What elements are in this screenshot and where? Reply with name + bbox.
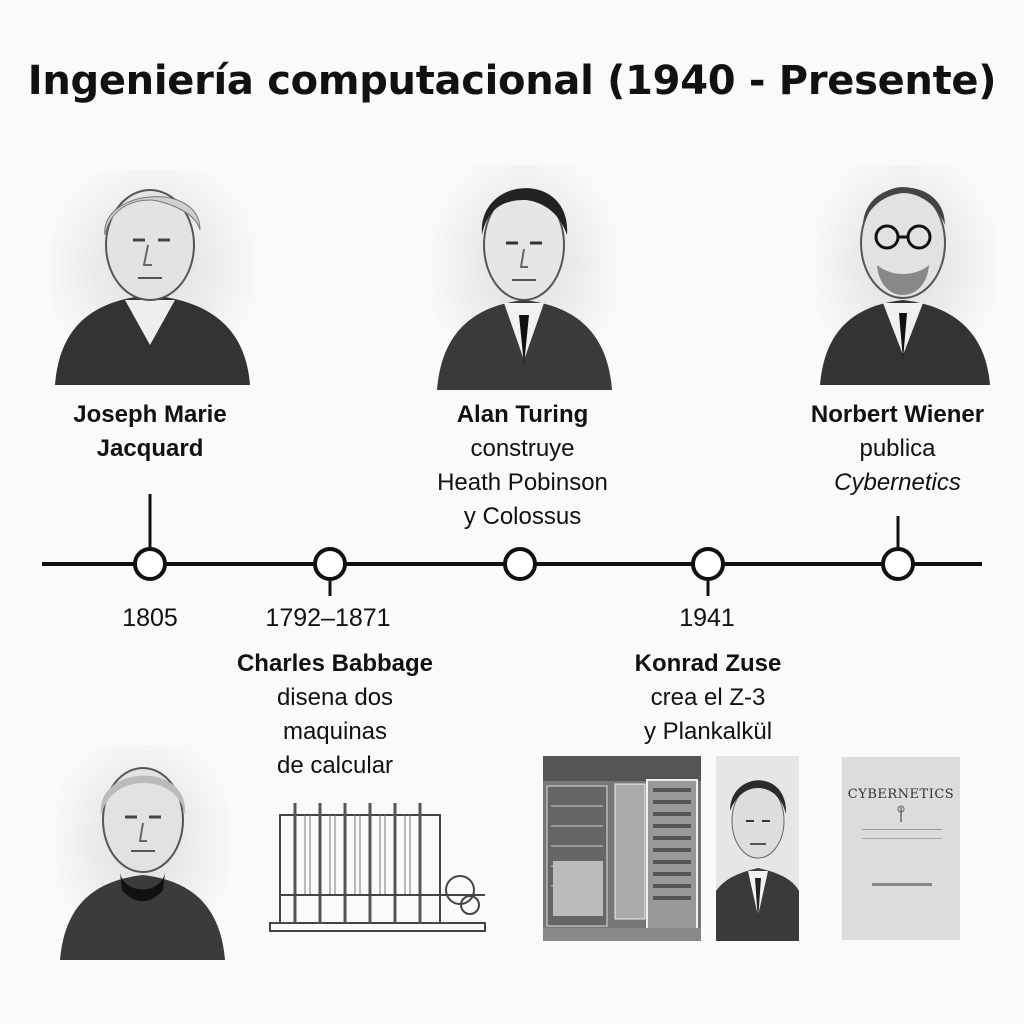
event-jacquard-name: Joseph Marie <box>73 401 227 428</box>
wiener-portrait-icon <box>815 165 995 385</box>
book-publisher-line <box>872 883 932 886</box>
event-babbage-name: Charles Babbage <box>236 650 434 677</box>
event-zuse-name: Konrad Zuse <box>634 650 782 677</box>
turing-portrait-icon <box>432 165 617 390</box>
book-emblem-icon <box>897 805 905 822</box>
event-wiener-line-1: publica <box>859 435 936 462</box>
event-turing-line-2: Heath Pobinson <box>437 469 608 496</box>
cybernetics-book-cover: CYBERNETICS <box>842 757 960 940</box>
node-turing <box>503 547 537 581</box>
event-jacquard: Joseph Marie Jacquard <box>40 398 260 466</box>
z3-computer-photo-icon <box>543 756 701 941</box>
event-wiener-book-title: Cybernetics <box>834 469 961 496</box>
node-1941 <box>691 547 725 581</box>
event-babbage: Charles Babbage disena dos maquinas de c… <box>215 647 455 783</box>
event-turing-name: Alan Turing <box>456 401 589 428</box>
event-zuse-line-2: y Plankalkül <box>643 718 773 745</box>
node-babbage <box>313 547 347 581</box>
difference-engine-drawing-icon <box>269 803 486 932</box>
event-babbage-line-1: disena dos <box>276 684 394 711</box>
event-babbage-line-3: de calcular <box>276 752 394 779</box>
page-title: Ingeniería computacional (1940 - Present… <box>27 58 997 104</box>
year-1941: 1941 <box>679 604 735 632</box>
event-turing: Alan Turing construye Heath Pobinson y C… <box>400 398 645 534</box>
event-wiener-name: Norbert Wiener <box>810 401 985 428</box>
event-jacquard-name-2: Jacquard <box>96 435 204 462</box>
timeline <box>42 494 982 596</box>
jacquard-portrait-icon <box>50 170 255 385</box>
node-wiener <box>881 547 915 581</box>
node-1805 <box>133 547 167 581</box>
event-turing-line-3: y Colossus <box>463 503 582 530</box>
event-zuse-line-1: crea el Z-3 <box>650 684 766 711</box>
year-1805: 1805 <box>122 604 178 632</box>
book-title: CYBERNETICS <box>847 787 955 802</box>
year-babbage: 1792–1871 <box>265 604 391 632</box>
event-turing-line-1: construye <box>470 435 575 462</box>
event-zuse: Konrad Zuse crea el Z-3 y Plankalkül <box>598 647 818 749</box>
book-subtitle-lines <box>862 829 942 839</box>
event-babbage-line-2: maquinas <box>282 718 388 745</box>
zuse-portrait-icon <box>716 756 799 941</box>
event-wiener: Norbert Wiener publica Cybernetics <box>785 398 1010 500</box>
babbage-portrait-icon <box>55 745 230 960</box>
